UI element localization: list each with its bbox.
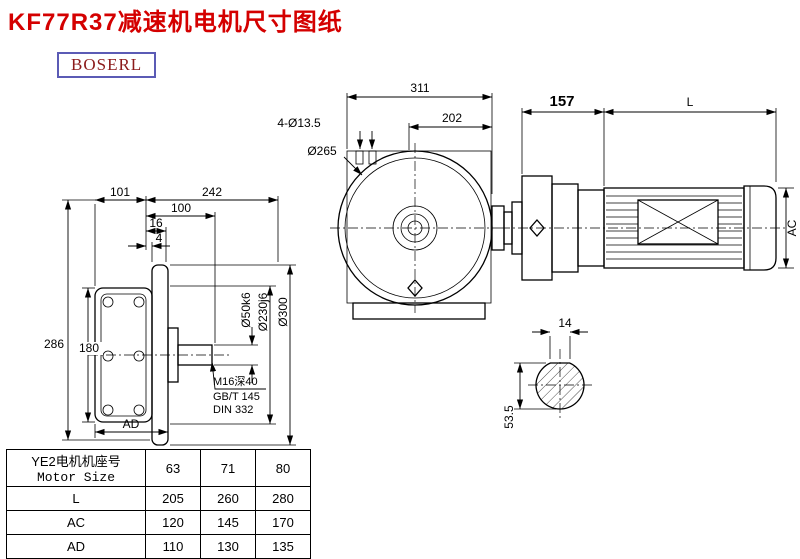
dim-16: 16 xyxy=(146,216,167,262)
housing-base xyxy=(352,302,486,320)
page-title: KF77R37减速机电机尺寸图纸 xyxy=(8,9,343,36)
std-note-gbt-label: GB/T 145 xyxy=(213,391,260,403)
table-cell-AC-63: 120 xyxy=(145,510,201,535)
table-header-en: Motor Size xyxy=(36,470,115,485)
table-row-AC: AC 120 145 170 xyxy=(6,510,311,535)
boserl-logo-text: BOSERL xyxy=(71,55,143,74)
dim-157: 157 xyxy=(521,93,605,186)
dim-flange-diameter-label: Ø300 xyxy=(276,297,290,327)
motor-size-table: YE2电机机座号 Motor Size 63 71 80 L 205 260 2… xyxy=(6,449,311,559)
motor-view: 157 L AC xyxy=(500,93,799,281)
dim-265-label: Ø265 xyxy=(307,144,337,158)
fan-cover xyxy=(743,185,777,271)
table-header-row: YE2电机机座号 Motor Size 63 71 80 xyxy=(6,449,311,487)
shaft-section-view: 14 53.5 xyxy=(502,316,592,429)
table-header-motor-size: YE2电机机座号 Motor Size xyxy=(6,449,146,487)
dim-286-label: 286 xyxy=(44,337,64,351)
dim-311: 311 xyxy=(346,81,493,194)
table-cell-L-80: 280 xyxy=(255,486,311,511)
front-view: 311 202 4-Ø13.5 Ø265 xyxy=(277,81,513,320)
table-cell-L-63: 205 xyxy=(145,486,201,511)
table-row-L: L 205 260 280 xyxy=(6,486,311,511)
dim-ad-label: AD xyxy=(123,417,140,431)
dim-L-label: L xyxy=(687,95,694,109)
std-note-din-label: DIN 332 xyxy=(213,404,253,416)
dim-180-label: 180 xyxy=(79,341,99,355)
bolt-note-label: 4-Ø13.5 xyxy=(277,116,321,130)
dim-spigot-diameter-label: Ø230j6 xyxy=(256,292,270,331)
side-view: 286 180 101 242 100 xyxy=(44,185,296,446)
bolt-hole-note: 4-Ø13.5 xyxy=(277,116,376,149)
dim-180: 180 xyxy=(76,287,103,423)
dim-shaft-diameter: Ø50k6 xyxy=(214,292,258,383)
dim-16-label: 16 xyxy=(149,216,163,230)
tap-note-label: M16深40 xyxy=(213,375,258,388)
dim-265: Ø265 xyxy=(307,144,363,176)
dim-14-label: 14 xyxy=(558,316,572,330)
dim-4: 4 xyxy=(128,231,170,262)
dim-242-label: 242 xyxy=(202,185,222,199)
table-cell-AC-71: 145 xyxy=(200,510,256,535)
motor-fins xyxy=(606,195,742,260)
dim-100-label: 100 xyxy=(171,201,191,215)
dim-14: 14 xyxy=(532,316,588,359)
dim-157-label: 157 xyxy=(549,93,574,110)
table-row-L-label: L xyxy=(6,486,146,511)
dim-4-label: 4 xyxy=(156,231,163,245)
dim-202-label: 202 xyxy=(442,111,462,125)
table-size-71: 71 xyxy=(200,449,256,487)
dim-ad: AD xyxy=(94,417,169,438)
dim-L: L xyxy=(604,95,777,182)
dim-spigot-diameter: Ø230j6 xyxy=(170,285,276,425)
dim-202: 202 xyxy=(408,111,492,150)
dim-311-label: 311 xyxy=(410,81,429,95)
dim-shaft-diameter-label: Ø50k6 xyxy=(239,292,253,328)
dim-100: 100 xyxy=(146,201,216,343)
dim-flange-diameter: Ø300 xyxy=(170,264,296,446)
dim-286: 286 xyxy=(44,199,150,441)
tapped-hole-note: M16深40 GB/T 145 DIN 332 xyxy=(209,361,266,416)
dim-101-242: 101 242 xyxy=(94,185,279,286)
dim-AC-label: AC xyxy=(785,219,799,236)
table-size-80: 80 xyxy=(255,449,311,487)
table-cell-AC-80: 170 xyxy=(255,510,311,535)
dim-53-5: 53.5 xyxy=(502,362,556,429)
table-cell-L-71: 260 xyxy=(200,486,256,511)
dim-101-label: 101 xyxy=(110,185,130,199)
boserl-logo: BOSERL xyxy=(57,52,157,78)
dim-53-5-label: 53.5 xyxy=(502,405,516,429)
table-row-AC-label: AC xyxy=(6,510,146,535)
table-size-63: 63 xyxy=(145,449,201,487)
vent-plug-diamond xyxy=(529,219,545,237)
dim-AC: AC xyxy=(778,187,799,269)
table-header-cn: YE2电机机座号 xyxy=(31,454,121,469)
